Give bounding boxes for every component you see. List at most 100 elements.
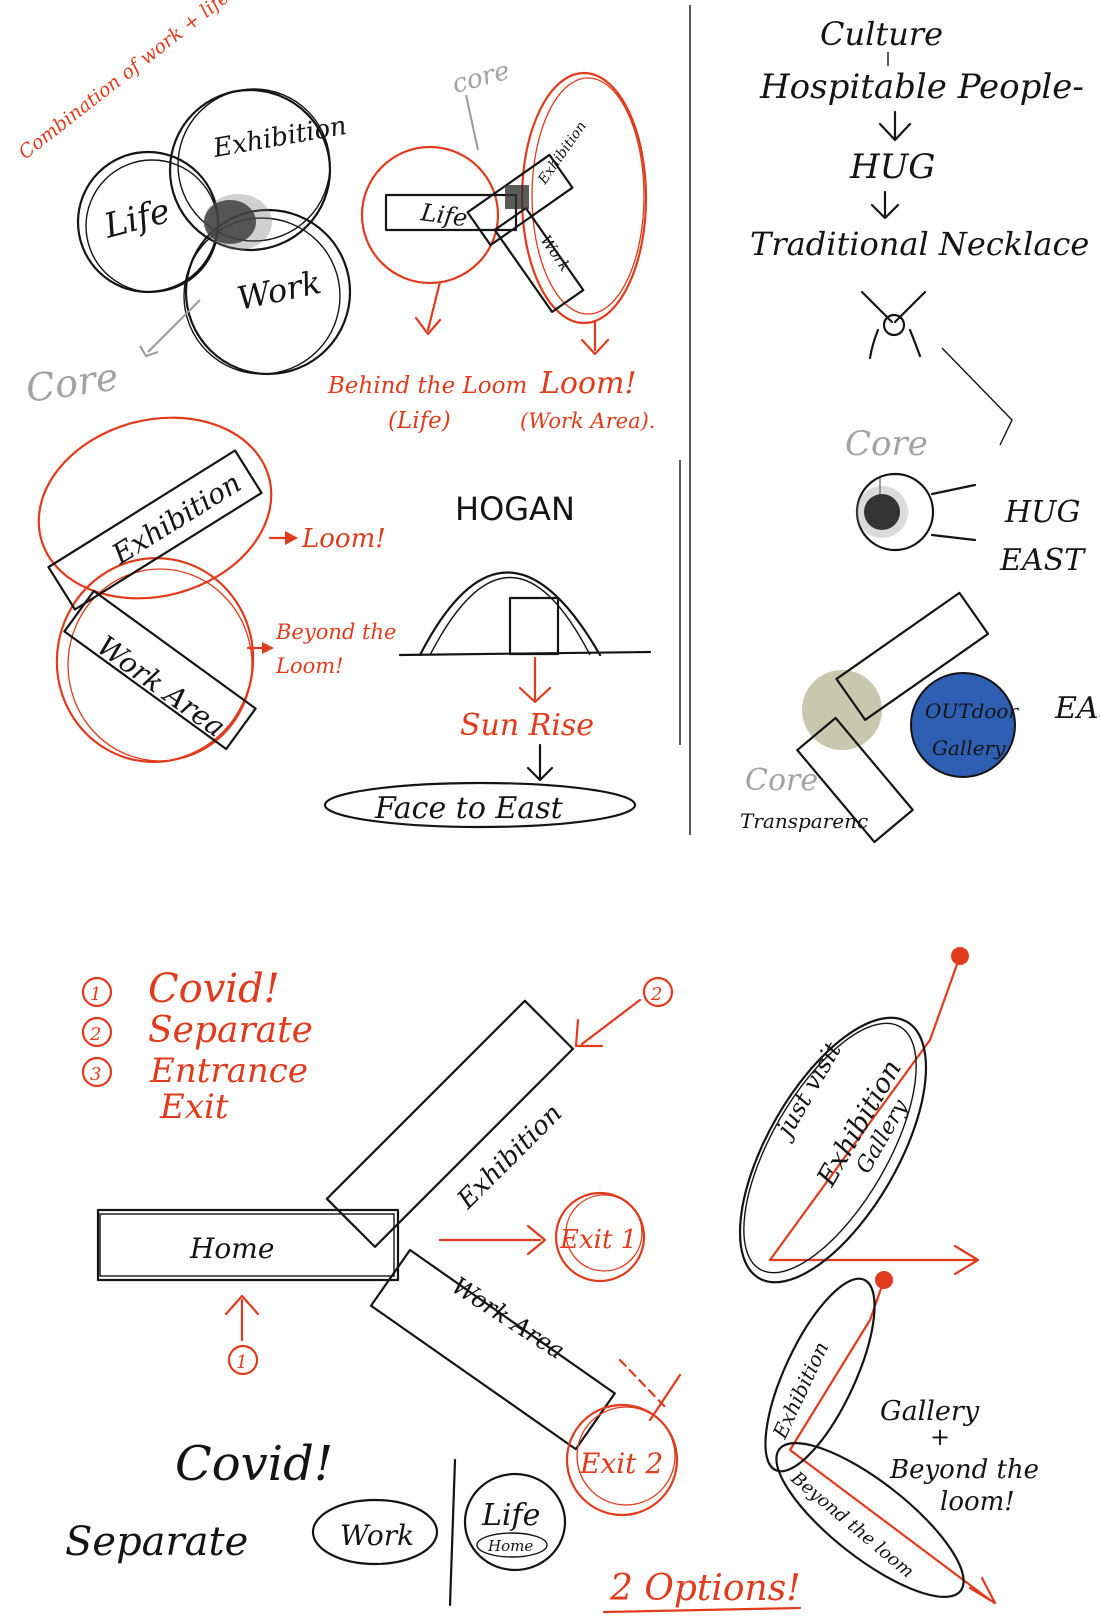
covid-list-exit: Exit [159, 1087, 229, 1127]
culture-chain: Culture Hospitable People- HUG Tradition… [750, 15, 1089, 446]
hogan-title: HOGAN [455, 490, 575, 528]
loom-arm-work [493, 207, 585, 313]
option-note-gallery: Gallery [880, 1396, 980, 1427]
hug-core-dot [864, 494, 900, 530]
hug-core-label: Core [845, 424, 928, 464]
plan-wing-work [369, 1248, 616, 1451]
covid-note-home: Home [487, 1537, 533, 1555]
plan-label-exhibition: Exhibition [451, 1098, 568, 1215]
covid-note: Covid! Separate Work Life Home [65, 1436, 567, 1607]
loom-arrow-left [426, 280, 442, 332]
plan-marker-1 [227, 1344, 259, 1376]
option1-label-visit: just visit [768, 1037, 847, 1145]
gallery-label-outdoor: OUTdoor [925, 699, 1019, 723]
covid-list-num-1 [81, 976, 113, 1008]
plan-marker-2 [642, 976, 674, 1008]
option2-ellipse-upper [764, 1277, 876, 1473]
exh-label-loom: Loom! [301, 524, 386, 554]
work-label-beyond: Beyond the Loom! [276, 620, 397, 678]
work-bar [63, 589, 257, 751]
covid-note-life: Life [481, 1498, 540, 1533]
covid-list-entrance: Entrance [149, 1051, 308, 1091]
gallery-label-gallery: Gallery [932, 736, 1006, 760]
covid-note-separate: Separate [65, 1519, 248, 1565]
option1-path [768, 954, 977, 1262]
covid-note-life-circle [463, 1472, 567, 1572]
gallery-arm-upper [835, 591, 990, 721]
svg-text:1: 1 [236, 1352, 247, 1373]
plan-label-home: Home [189, 1232, 274, 1265]
plan-arrow-2 [580, 998, 642, 1046]
venn-label-work: Work [234, 263, 325, 318]
covid-note-divider [448, 1458, 457, 1607]
covid-note-work-ellipse [311, 1498, 439, 1566]
venn-core-label: Core [23, 354, 121, 410]
svg-text:1: 1 [90, 984, 101, 1005]
plan-exit2-circle [565, 1403, 679, 1517]
hug-label-hug: HUG [1004, 495, 1080, 530]
work-bar-label: Work Area [91, 629, 232, 744]
hug-arm-top [930, 483, 977, 496]
loom-diagram: core Life Exhibition Work Behind the Loo… [327, 56, 655, 434]
hug-diagram: Core HUG EAST [845, 424, 1086, 578]
options-diagram: just visit Exhibition Gallery Exhibition… [602, 947, 1039, 1614]
hug-arm-bottom [930, 533, 977, 542]
loom-label-life: Life [418, 198, 469, 232]
covid-list-num-3 [81, 1056, 113, 1088]
loom-label-work: Work [537, 232, 575, 275]
necklace-icon [860, 290, 927, 360]
loom-label-exhibition: Exhibition [535, 119, 590, 188]
venn-note-line1: Combination of work + life [15, 0, 234, 164]
gallery-diagram: OUTdoor Gallery Core Transparenc EAS [740, 591, 1100, 844]
hogan-door [508, 596, 560, 656]
gallery-core-label: Core [745, 763, 818, 798]
option1-ellipse [738, 1016, 928, 1284]
loom-core-label: core [449, 56, 513, 100]
plan-label-exit2: Exit 2 [579, 1447, 663, 1480]
covid-list: 1 2 3 Covid! Separate Entrance Exit [81, 966, 313, 1127]
exhibition-diagram: Exhibition Work Area Loom! Beyond the Lo… [37, 416, 397, 763]
plan-exit1-circle [554, 1191, 646, 1283]
work-circle [55, 557, 255, 763]
culture-step-people: Hospitable People- [759, 67, 1084, 107]
hug-circle [855, 472, 935, 552]
loom-label-behind-sub: (Life) [388, 408, 451, 434]
hogan-dome [418, 571, 602, 657]
covid-note-title: Covid! [175, 1436, 333, 1492]
venn-diagram: Combination of work + life Exhibition Li… [15, 0, 352, 411]
option2-label-exhibition: Exhibition [767, 1338, 833, 1443]
loom-label-behind: Behind the Loom [327, 373, 527, 399]
hogan-sunrise: Sun Rise [460, 708, 594, 743]
hogan-diagram: HOGAN Sun Rise Face to East [323, 490, 652, 829]
svg-text:2: 2 [89, 1024, 101, 1045]
covid-list-separate: Separate [148, 1010, 313, 1051]
options-title: 2 Options! [609, 1568, 801, 1609]
option-note-beyond: Beyond the [889, 1455, 1039, 1485]
plan-wing-exhibition [325, 999, 575, 1248]
loom-label-loom-sub: (Work Area). [520, 409, 655, 433]
loom-core-arrow [465, 94, 479, 151]
loom-work-ellipse [520, 71, 648, 325]
loom-label-loom: Loom! [539, 366, 637, 401]
plan-label-exit1: Exit 1 [559, 1225, 637, 1255]
venn-core-shading [204, 200, 256, 244]
option-note-loom: loom! [940, 1487, 1015, 1517]
hogan-face-label: Face to East [374, 791, 564, 826]
gallery-core-blob [802, 670, 882, 750]
hogan-face-ellipse [323, 781, 637, 829]
covid-list-covid: Covid! [148, 966, 280, 1012]
exh-bar [47, 449, 263, 611]
gallery-arm-lower [796, 716, 914, 844]
plan-wing-home [96, 1208, 400, 1282]
option2-ellipse-lower [775, 1442, 965, 1598]
culture-arrow-to-hug [941, 347, 1013, 446]
svg-text:2: 2 [650, 984, 662, 1005]
gallery-east-label: EAS [1054, 691, 1100, 726]
svg-text:3: 3 [90, 1064, 101, 1085]
culture-step-necklace: Traditional Necklace [750, 225, 1089, 263]
loom-arm-life [384, 193, 518, 232]
hug-label-east: EAST [999, 543, 1086, 578]
gallery-transparency-label: Transparenc [740, 809, 868, 833]
culture-step-culture: Culture [820, 15, 943, 53]
